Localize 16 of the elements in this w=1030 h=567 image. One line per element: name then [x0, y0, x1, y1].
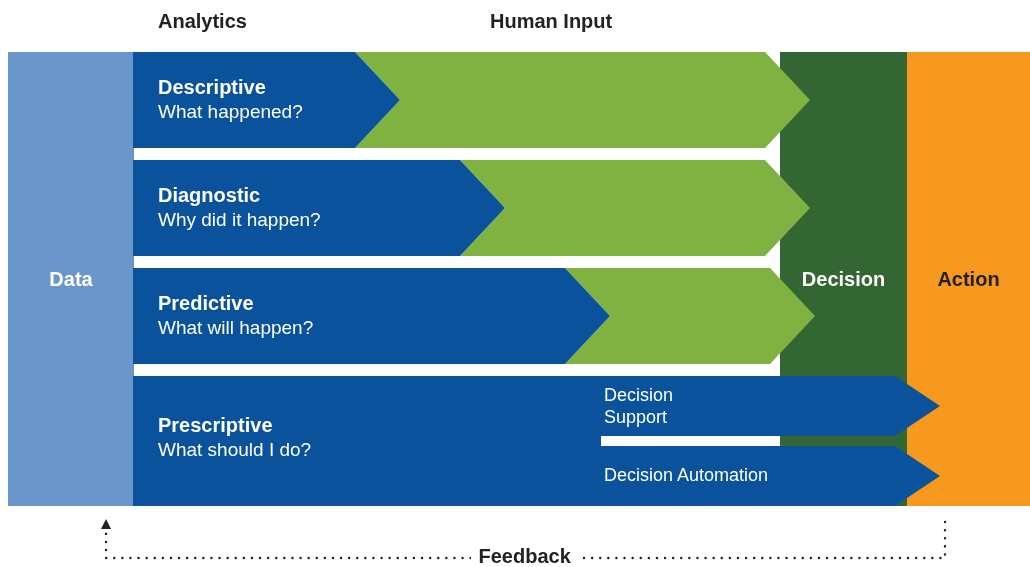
band-label: Action	[936, 268, 1001, 290]
stage-question: What should I do?	[158, 439, 312, 461]
decision-mode-label: Decision Automation	[604, 464, 770, 486]
band-label: Decision	[800, 268, 887, 290]
column-header: Human Input	[490, 10, 613, 33]
stage-title: Predictive	[158, 292, 254, 314]
stage-title: Diagnostic	[158, 184, 261, 206]
stage-title: Descriptive	[158, 76, 266, 98]
decision-mode-label: Decision Support	[604, 384, 675, 428]
stage-question: What will happen?	[158, 317, 314, 339]
stage-title: Prescriptive	[158, 414, 273, 436]
stage-question: What happened?	[158, 101, 303, 123]
stage-question: Why did it happen?	[158, 209, 321, 231]
column-header: Analytics	[158, 10, 247, 33]
feedback-arrow	[101, 518, 947, 560]
band-label: Data	[48, 268, 94, 290]
